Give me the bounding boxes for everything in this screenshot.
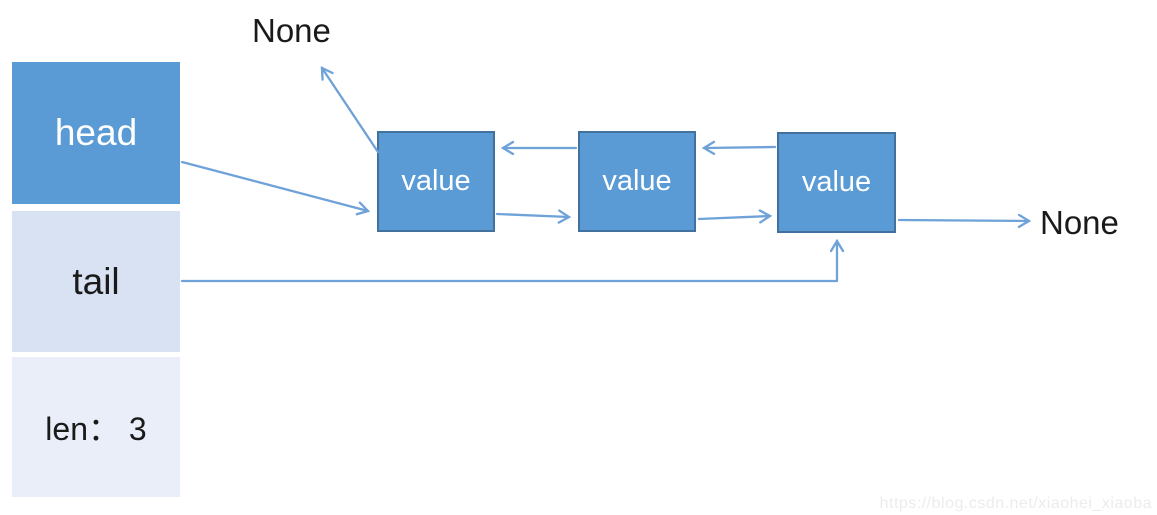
node-2-label: value bbox=[602, 165, 672, 197]
head-pointer-arrow bbox=[180, 160, 368, 211]
node1-next-arrow bbox=[495, 214, 569, 217]
node-1-label: value bbox=[401, 165, 471, 197]
node3-prev-arrow bbox=[704, 147, 777, 148]
none-label-right: None bbox=[1040, 204, 1119, 241]
none-label-top: None bbox=[252, 12, 331, 49]
len-label: len： 3 bbox=[45, 411, 147, 447]
head-box: head bbox=[12, 62, 180, 204]
node1-prev-to-none-arrow bbox=[322, 68, 380, 154]
tail-label: tail bbox=[72, 260, 120, 302]
list-node-2: value bbox=[578, 131, 696, 232]
tail-box: tail bbox=[12, 211, 180, 352]
head-label: head bbox=[54, 112, 138, 153]
list-node-3: value bbox=[777, 132, 896, 233]
len-box: len： 3 bbox=[12, 357, 180, 497]
node-3-label: value bbox=[801, 166, 872, 198]
node3-next-to-none-arrow bbox=[897, 220, 1029, 221]
node2-next-arrow bbox=[697, 216, 770, 219]
list-node-1: value bbox=[377, 131, 495, 232]
watermark-url: https://blog.csdn.net/xiaohei_xiaoba bbox=[879, 495, 1152, 512]
tail-pointer-arrow bbox=[180, 241, 837, 283]
